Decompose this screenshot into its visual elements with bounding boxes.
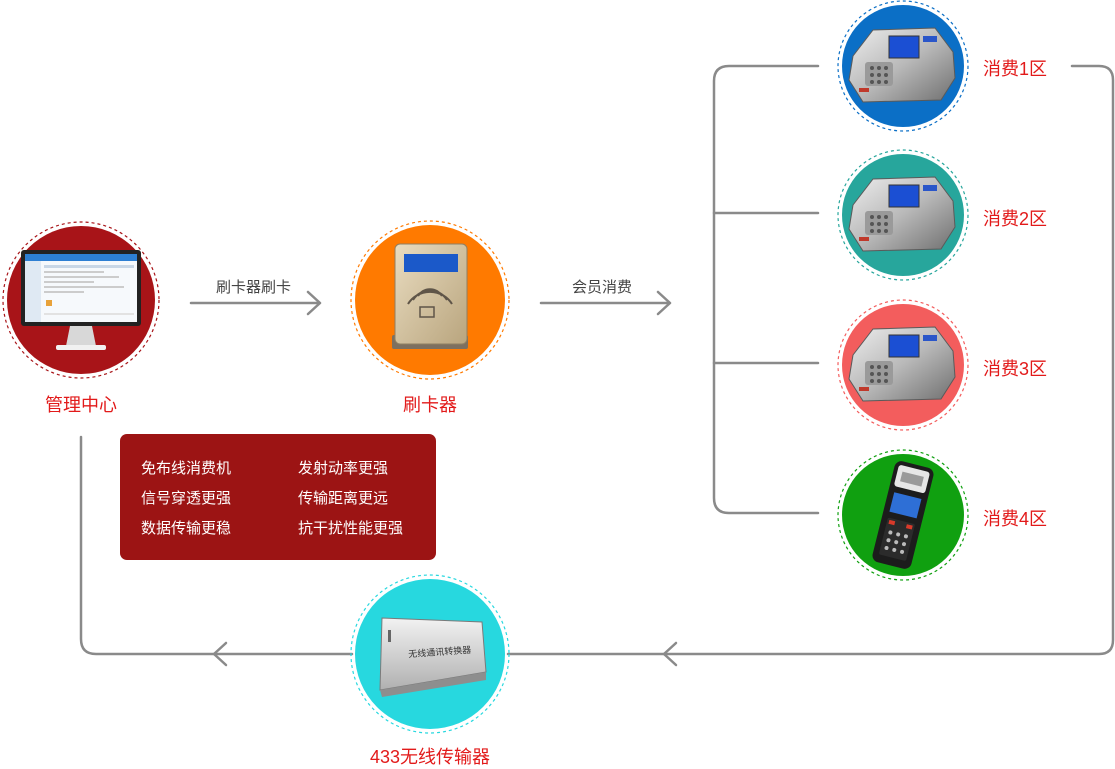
card-reader-label: 刷卡器: [403, 395, 457, 415]
consume-connector-label: 会员消费: [572, 279, 633, 296]
management-center-label: 管理中心: [45, 395, 117, 415]
return-path-left: [79, 435, 354, 656]
zone-3-label: 消费3区: [983, 359, 1048, 379]
zone-4-ring: [837, 449, 969, 581]
pos-terminal-icon: [848, 27, 956, 103]
feature-item: 信号穿透更强: [141, 490, 232, 507]
pos-terminal-icon: [848, 176, 956, 252]
connection-lines: [79, 64, 1115, 667]
handheld-terminal-icon: [872, 461, 934, 569]
pos-terminal-icon: [848, 326, 956, 402]
wireless-transmitter-node: 无线通讯转换器: [350, 574, 510, 734]
zone-4-label: 消费4区: [983, 509, 1048, 529]
feature-item: 发射动率更强: [298, 460, 389, 477]
feature-item: 传输距离更远: [298, 490, 389, 507]
swipe-connector-label: 刷卡器刷卡: [216, 279, 292, 296]
feature-item: 免布线消费机: [141, 460, 232, 477]
consume-arrow: [539, 290, 672, 316]
wireless-transmitter-ring: [350, 574, 510, 734]
return-arrow-right: [662, 641, 678, 667]
zone-1-label: 消费1区: [983, 59, 1048, 79]
feature-item: 数据传输更稳: [141, 520, 232, 537]
return-path-right: [506, 64, 1115, 656]
feature-box: 免布线消费机 发射动率更强 信号穿透更强 传输距离更远 数据传输更稳 抗干扰性能…: [120, 434, 436, 560]
card-reader-node: [350, 220, 510, 380]
transmitter-device-text: 无线通讯转换器: [408, 644, 472, 659]
return-arrow-left: [212, 641, 228, 667]
wireless-transmitter-label: 433无线传输器: [369, 747, 491, 767]
swipe-arrow: [189, 290, 322, 316]
zone-bracket: [712, 64, 820, 515]
zone-3-ring: [837, 299, 969, 431]
card-reader-ring: [350, 220, 510, 380]
management-center-ring: [2, 221, 160, 379]
monitor-icon: [21, 250, 141, 350]
zone-1-node: [837, 0, 969, 132]
management-center-node: [2, 221, 160, 379]
zone-2-ring: [837, 149, 969, 281]
zone-4-node: [837, 449, 969, 581]
zone-1-ring: [837, 0, 969, 132]
transmitter-box-icon: 无线通讯转换器: [379, 617, 487, 697]
card-reader-icon: [392, 243, 468, 349]
zone-2-label: 消费2区: [983, 209, 1048, 229]
zone-3-node: [837, 299, 969, 431]
zone-2-node: [837, 149, 969, 281]
feature-item: 抗干扰性能更强: [298, 520, 404, 537]
